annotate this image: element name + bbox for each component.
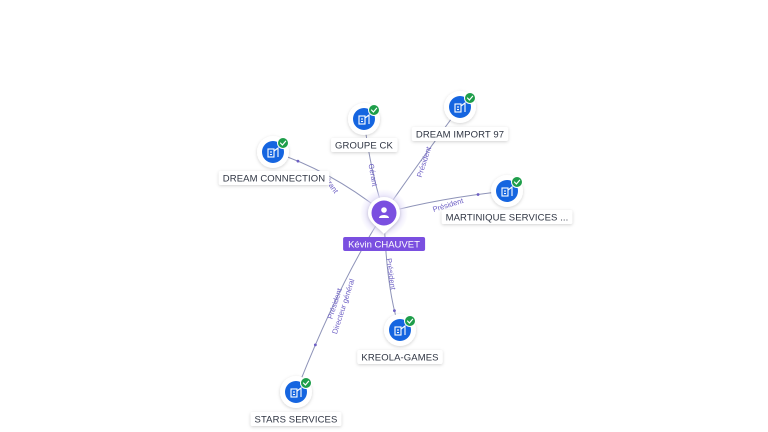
company-label-dream-connection[interactable]: DREAM CONNECTION bbox=[218, 171, 330, 185]
building-icon bbox=[394, 324, 406, 336]
company-name: MARTINIQUE SERVICES ... bbox=[446, 213, 569, 224]
nodes-layer: GROUPE CK DREAM IMPORT 97 DREAM CONNECTION… bbox=[218, 91, 573, 426]
company-node-martinique-services[interactable] bbox=[491, 175, 523, 207]
building-icon bbox=[501, 185, 513, 197]
person-icon bbox=[379, 207, 389, 218]
company-node-dream-import-97[interactable] bbox=[444, 91, 476, 123]
edge-arrow-marker bbox=[296, 159, 300, 163]
company-label-bg bbox=[331, 138, 398, 152]
company-label-bg bbox=[218, 171, 330, 185]
edge-arrow-marker bbox=[393, 309, 396, 313]
person-disc bbox=[371, 200, 397, 226]
edge-label-groupe-ck: Gérant bbox=[367, 163, 380, 188]
company-name: GROUPE CK bbox=[335, 141, 393, 152]
company-node-dream-connection[interactable] bbox=[257, 136, 289, 168]
edge-label-kreola-games: Président bbox=[384, 258, 397, 292]
center-layer: Kévin CHAUVET bbox=[343, 189, 426, 251]
verified-check-icon bbox=[300, 377, 312, 389]
company-label-bg bbox=[357, 350, 443, 364]
company-label-dream-import-97[interactable]: DREAM IMPORT 97 bbox=[411, 127, 509, 141]
person-name: Kévin CHAUVET bbox=[348, 240, 420, 251]
building-icon bbox=[454, 101, 466, 113]
person-label[interactable]: Kévin CHAUVET bbox=[343, 237, 426, 251]
company-label-bg bbox=[441, 210, 573, 224]
edge-label-stars-services: PrésidentDirecteur général bbox=[322, 275, 357, 336]
edge-arrow-marker bbox=[476, 193, 480, 196]
verified-check-icon bbox=[368, 104, 380, 116]
company-node-stars-services[interactable] bbox=[280, 376, 312, 408]
company-label-groupe-ck[interactable]: GROUPE CK bbox=[331, 138, 398, 152]
company-name: DREAM CONNECTION bbox=[223, 174, 325, 185]
company-name: KREOLA-GAMES bbox=[361, 353, 438, 364]
company-node-groupe-ck[interactable] bbox=[348, 103, 380, 135]
person-node[interactable] bbox=[360, 189, 408, 237]
building-icon bbox=[267, 146, 279, 158]
verified-check-icon bbox=[511, 176, 523, 188]
building-icon bbox=[290, 386, 302, 398]
edge-arrow-marker bbox=[313, 343, 317, 347]
edge-role-text: Président bbox=[384, 258, 397, 292]
company-node-kreola-games[interactable] bbox=[384, 314, 416, 346]
company-label-bg bbox=[250, 412, 342, 426]
edge-label-dream-import-97: Président bbox=[415, 145, 434, 179]
verified-check-icon bbox=[464, 92, 476, 104]
company-name: STARS SERVICES bbox=[255, 415, 338, 426]
edge-role-text: Gérant bbox=[367, 163, 380, 188]
building-icon bbox=[358, 113, 370, 125]
edge-role-text: Président bbox=[415, 145, 434, 179]
company-label-kreola-games[interactable]: KREOLA-GAMES bbox=[357, 350, 443, 364]
person-label-bg bbox=[343, 237, 426, 251]
verified-check-icon bbox=[277, 137, 289, 149]
company-name: DREAM IMPORT 97 bbox=[416, 130, 504, 141]
company-label-bg bbox=[411, 127, 509, 141]
company-label-martinique-services[interactable]: MARTINIQUE SERVICES ... bbox=[441, 210, 573, 224]
company-label-stars-services[interactable]: STARS SERVICES bbox=[250, 412, 342, 426]
verified-check-icon bbox=[404, 315, 416, 327]
